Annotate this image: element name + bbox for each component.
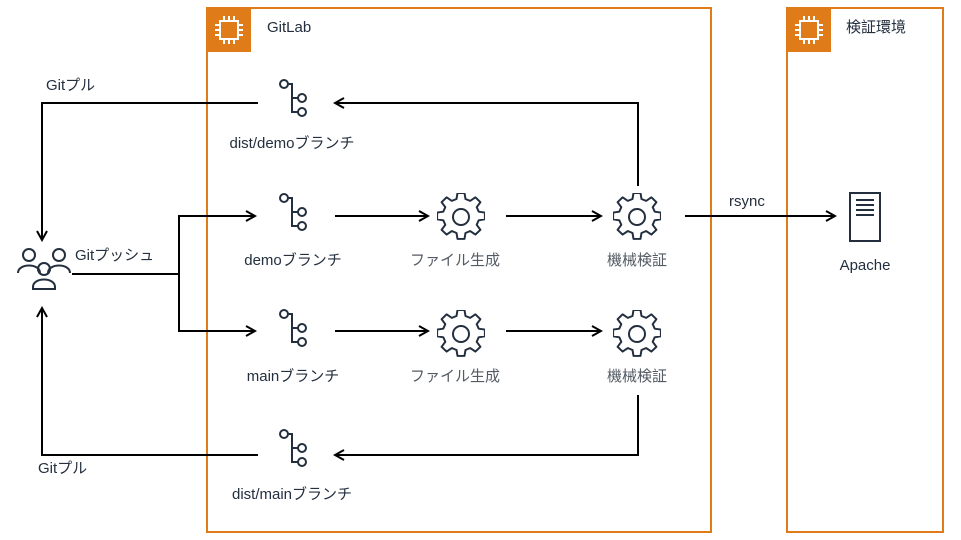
gitlab-group-header	[207, 8, 251, 52]
gear-icon	[437, 193, 485, 240]
verify-env-group-title: 検証環境	[846, 19, 907, 36]
edge-label-pull-top: Gitプル	[46, 77, 96, 94]
step-label-generate-demo: ファイル生成	[409, 252, 501, 269]
git-branch-icon	[279, 429, 307, 467]
verify-env-group-header	[787, 8, 831, 52]
branch-label-dist-demo: dist/demoブランチ	[229, 135, 355, 152]
edge-push-demo	[178, 216, 255, 274]
server-label: Apache	[839, 257, 891, 274]
step-label-generate-main: ファイル生成	[409, 368, 501, 385]
branch-label-main: mainブランチ	[246, 368, 340, 385]
gitlab-group	[206, 7, 712, 533]
git-branch-icon	[279, 309, 307, 347]
edge-label-pull-bottom: Gitプル	[38, 460, 88, 477]
edge-label-rsync: rsync	[729, 193, 765, 210]
gear-icon	[613, 310, 661, 357]
server-icon	[849, 192, 881, 242]
verify-env-group-border	[786, 7, 944, 533]
edge-verify-dist-demo	[335, 103, 639, 186]
edge-pull-top	[42, 102, 258, 240]
gitlab-group-border	[206, 7, 712, 533]
users-icon	[17, 248, 71, 290]
verify-env-group	[786, 7, 944, 533]
edge-push-main	[178, 274, 255, 331]
git-branch-icon	[279, 193, 307, 231]
edge-verify-dist-main	[335, 395, 639, 455]
gear-icon	[437, 310, 485, 357]
step-label-verify-demo: 機械検証	[606, 252, 668, 269]
branch-label-dist-main: dist/mainブランチ	[231, 486, 353, 503]
git-branch-icon	[279, 79, 307, 117]
edge-label-push: Gitプッシュ	[75, 247, 155, 264]
branch-label-demo: demoブランチ	[244, 252, 342, 269]
step-label-verify-main: 機械検証	[606, 368, 668, 385]
gear-icon	[613, 193, 661, 240]
edge-pull-bottom	[42, 308, 258, 456]
gitlab-group-title: GitLab	[267, 19, 312, 36]
